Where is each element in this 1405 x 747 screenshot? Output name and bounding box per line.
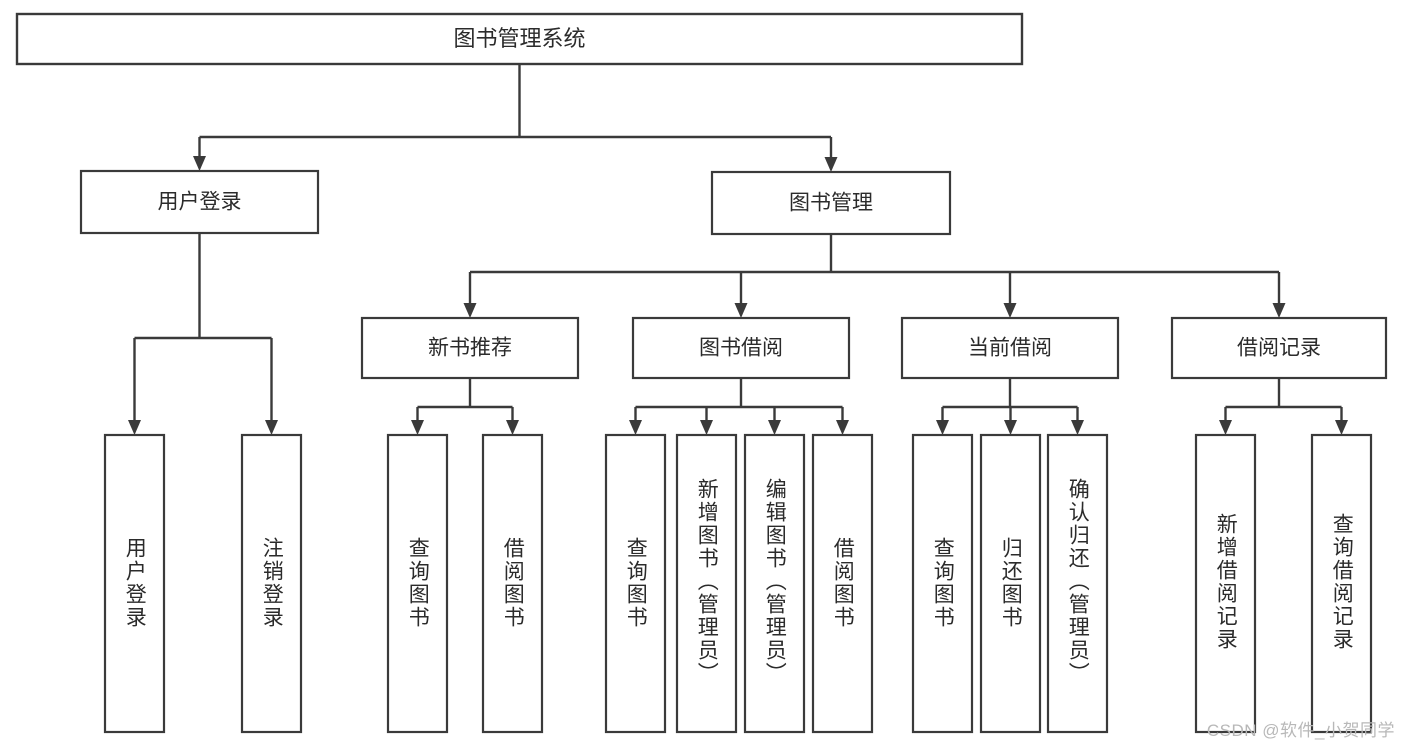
conn-book-mgmt-arrow-0 <box>463 303 477 318</box>
node-label-level2-0: 用户登录 <box>158 191 242 214</box>
leaf-box-11[interactable] <box>1194 433 1257 734</box>
leaf-box-3[interactable] <box>481 433 544 734</box>
conn-user-login-arrow-1 <box>265 420 278 435</box>
connector-layer <box>128 64 1348 435</box>
conn-user-login-arrow-0 <box>128 420 141 435</box>
conn-level3-1-arrow-3 <box>836 420 849 435</box>
leaf-box-8[interactable] <box>911 433 974 734</box>
leaf-box-4[interactable] <box>604 433 667 734</box>
leaf-box-12[interactable] <box>1310 433 1373 734</box>
conn-level3-3-arrow-1 <box>1335 420 1348 435</box>
conn-level3-2-arrow-1 <box>1004 420 1017 435</box>
conn-book-mgmt-arrow-1 <box>734 303 748 318</box>
node-box-level3-0[interactable] <box>360 316 580 380</box>
node-box-root[interactable] <box>15 12 1024 66</box>
conn-level3-1-arrow-2 <box>768 420 781 435</box>
node-box-level2-0[interactable] <box>79 169 320 235</box>
node-box-level3-2[interactable] <box>900 316 1120 380</box>
node-box-level2-1[interactable] <box>710 170 952 236</box>
leaf-box-6[interactable] <box>743 433 806 734</box>
node-box-level3-1[interactable] <box>631 316 851 380</box>
node-label-level3-1: 图书借阅 <box>699 337 783 360</box>
node-label-level3-3: 借阅记录 <box>1237 337 1321 360</box>
box-layer <box>15 12 1388 734</box>
conn-level3-0-arrow-1 <box>506 420 519 435</box>
node-label-root: 图书管理系统 <box>453 26 585 51</box>
conn-level3-0-arrow-0 <box>411 420 424 435</box>
node-label-level2-1: 图书管理 <box>789 192 873 215</box>
conn-level3-1-arrow-1 <box>700 420 713 435</box>
node-label-level3-2: 当前借阅 <box>968 337 1052 360</box>
conn-level3-2-arrow-2 <box>1071 420 1084 435</box>
leaf-box-1[interactable] <box>240 433 303 734</box>
conn-book-mgmt-arrow-3 <box>1272 303 1286 318</box>
conn-book-mgmt-arrow-2 <box>1003 303 1017 318</box>
leaf-box-5[interactable] <box>675 433 738 734</box>
leaf-box-10[interactable] <box>1046 433 1109 734</box>
conn-level3-2-arrow-0 <box>936 420 949 435</box>
conn-root-arrow-1 <box>824 157 838 172</box>
leaf-box-0[interactable] <box>103 433 166 734</box>
leaf-box-7[interactable] <box>811 433 874 734</box>
leaf-box-2[interactable] <box>386 433 449 734</box>
watermark: CSDN @软件_小贺同学 <box>1206 721 1395 740</box>
node-box-level3-3[interactable] <box>1170 316 1388 380</box>
conn-level3-1-arrow-0 <box>629 420 642 435</box>
leaf-box-9[interactable] <box>979 433 1042 734</box>
conn-root-arrow-0 <box>193 156 206 171</box>
conn-level3-3-arrow-0 <box>1219 420 1232 435</box>
node-label-level3-0: 新书推荐 <box>428 337 512 360</box>
